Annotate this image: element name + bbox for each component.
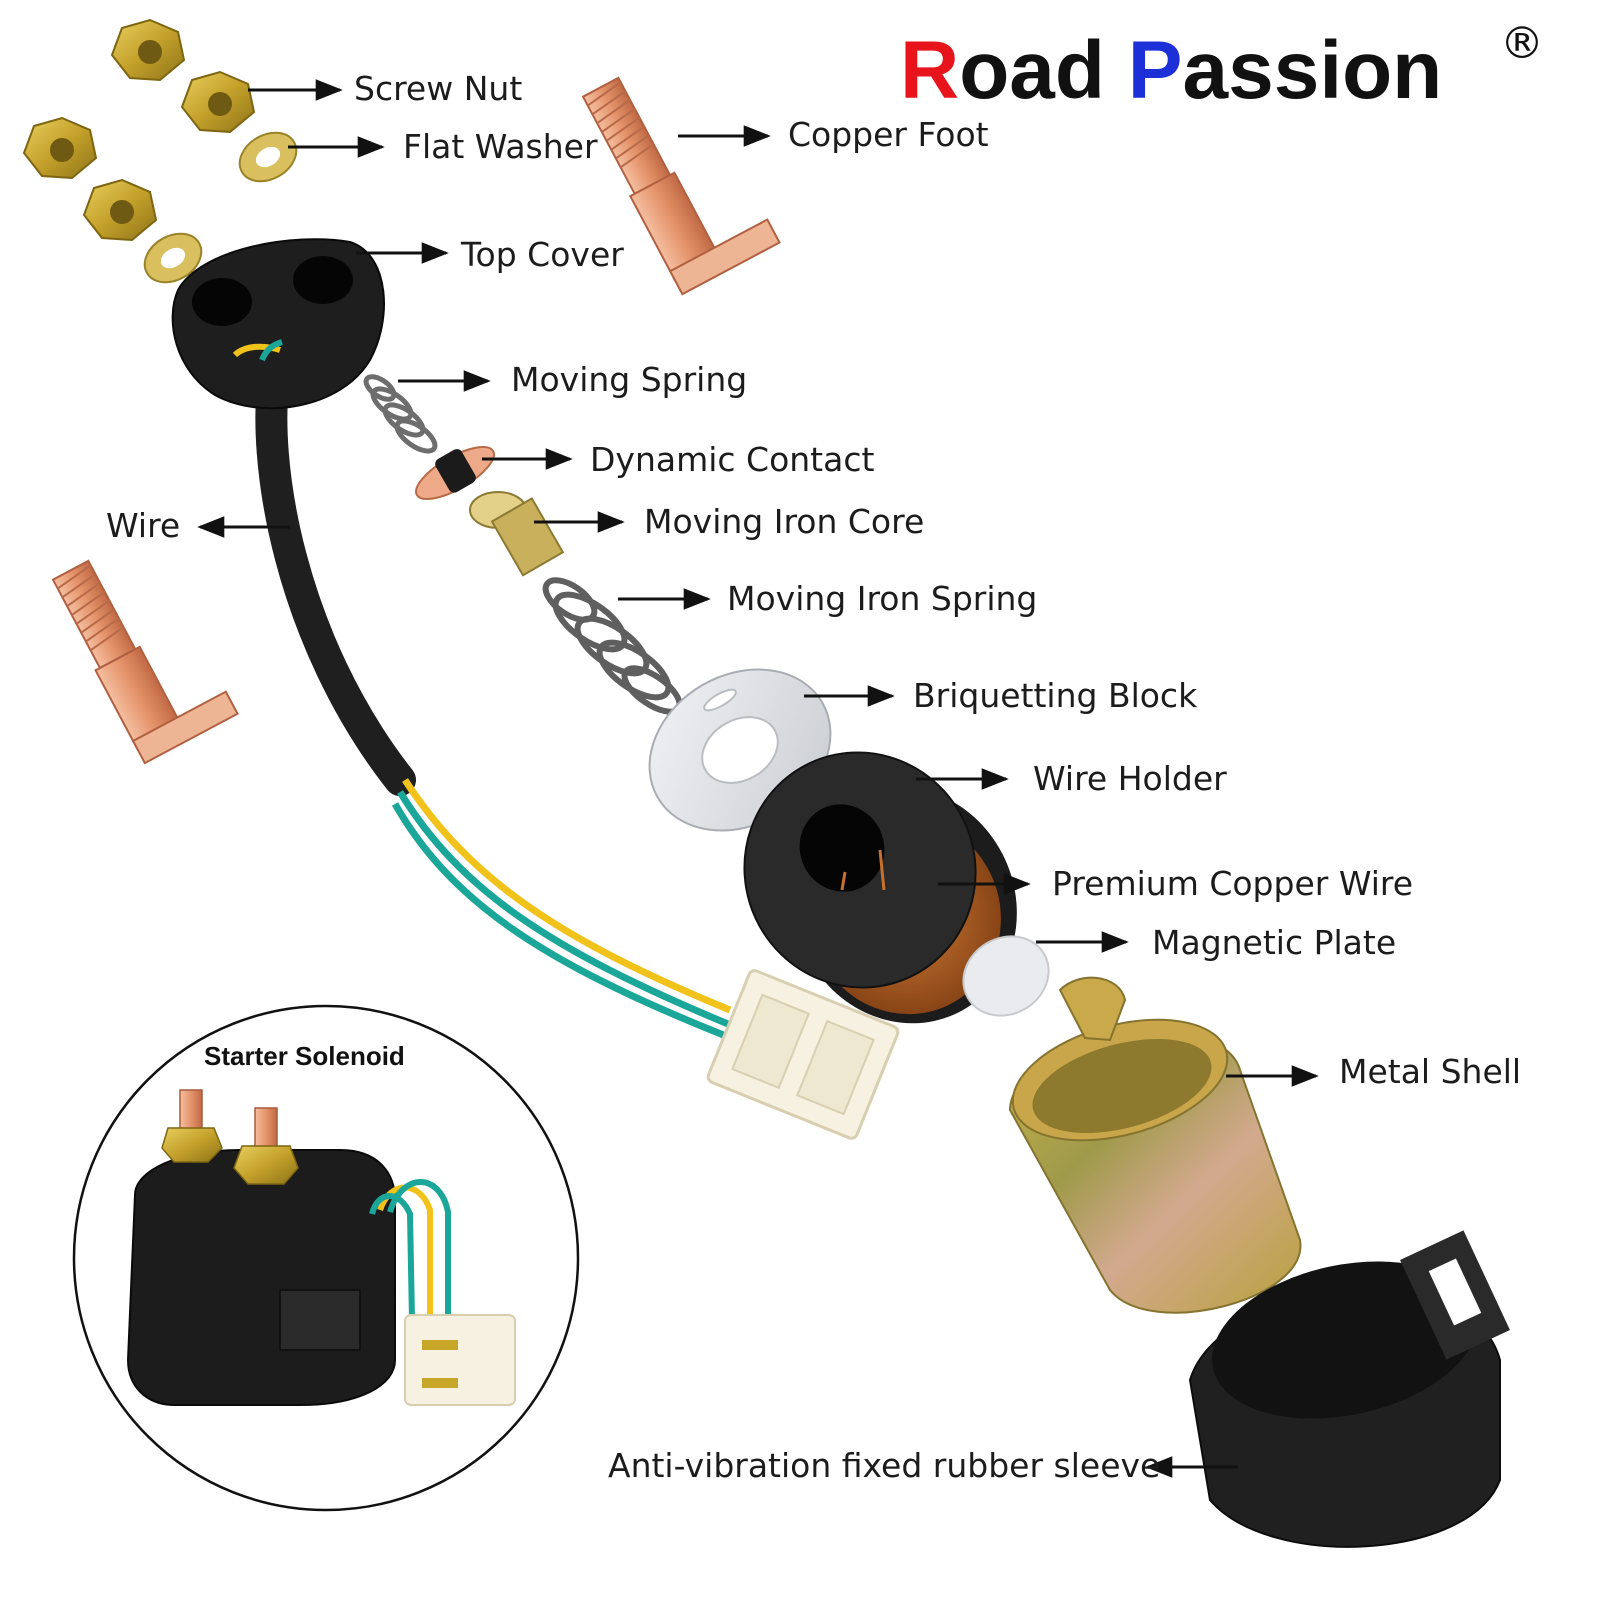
label-magnetic-plate: Magnetic Plate [1152,923,1396,962]
label-metal-shell: Metal Shell [1339,1052,1521,1091]
copper-foot-left [51,559,239,765]
inset-terminal-1 [161,1089,223,1163]
inset-wires [369,1179,451,1321]
label-moving-iron-core: Moving Iron Core [644,502,924,541]
registered-mark: ® [1500,18,1544,69]
brand-word-assion: assion [1183,25,1443,116]
moving-spring [363,374,438,454]
moving-iron-core [469,491,565,577]
inset-title: Starter Solenoid [204,1041,405,1071]
assembled-solenoid-inset: Starter Solenoid [72,1004,580,1512]
brand-logo: Road Passion ® [900,18,1544,116]
moving-iron-spring [542,577,683,715]
label-rubber-sleeve: Anti-vibration fixed rubber sleeve [608,1446,1160,1485]
inset-terminal-2 [233,1107,299,1185]
nut-4 [82,178,158,242]
wire-holder-coil [743,751,1017,1024]
label-briquetting-block: Briquetting Block [913,676,1198,715]
inset-mount-tab [279,1289,361,1351]
metal-shell [1008,976,1302,1314]
inset-solenoid-body [126,1149,396,1406]
label-dynamic-contact: Dynamic Contact [590,440,874,479]
washer-2 [143,232,203,284]
label-moving-spring: Moving Spring [511,360,747,399]
magnetic-plate [962,935,1050,1017]
nut-1 [110,18,186,82]
rubber-sleeve [1188,1230,1510,1548]
wire-connector-plug [706,969,900,1140]
label-wire-holder: Wire Holder [1033,759,1227,798]
brand-letter-p: P [1128,25,1183,116]
washer-1 [238,131,298,183]
part-labels: Screw Nut Flat Washer Copper Foot Top Co… [106,69,1521,1485]
label-screw-nut: Screw Nut [354,69,522,108]
callout-arrows [197,79,1319,1478]
brand-letter-r: R [900,25,959,116]
brand-word-oad: oad [959,25,1128,116]
nut-2 [180,70,256,134]
copper-foot-top [581,76,781,296]
label-premium-copper-wire: Premium Copper Wire [1052,864,1413,903]
top-cover [171,238,385,410]
label-moving-iron-spring: Moving Iron Spring [727,579,1037,618]
label-wire: Wire [106,506,180,545]
label-flat-washer: Flat Washer [403,127,598,166]
wire-harness [255,354,732,1040]
dynamic-contact [415,446,495,500]
label-top-cover: Top Cover [460,235,624,274]
label-copper-foot: Copper Foot [788,115,989,154]
nut-3 [22,116,98,180]
inset-connector [404,1314,516,1406]
brand-wordmark: Road Passion [900,25,1442,116]
